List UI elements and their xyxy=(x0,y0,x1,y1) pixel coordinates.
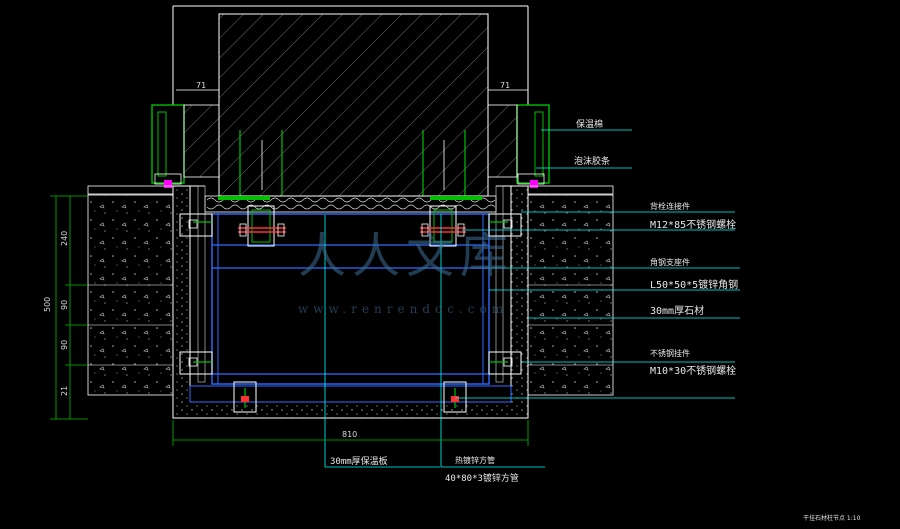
label-ss-hanger: 不锈钢挂件 xyxy=(650,348,690,358)
dim-top-left: 71 xyxy=(196,81,206,90)
leader-lines xyxy=(324,129,740,468)
label-stone-30: 30mm厚石材 xyxy=(650,304,704,317)
label-backing-bolt: 背栓连接件 xyxy=(650,201,690,211)
label-bolt-m12: M12*85不锈钢螺栓 xyxy=(650,218,736,231)
label-sealant: 泡沫胶条 xyxy=(574,155,610,167)
connectors xyxy=(179,205,522,413)
watermark-url: www.renrendoc.com xyxy=(298,302,508,316)
label-angle-steel-name: 角钢支座件 xyxy=(650,257,690,267)
floor-slabs xyxy=(87,185,614,396)
dim-total-height: 500 xyxy=(43,297,52,312)
dim-seg-1: 240 xyxy=(60,231,69,246)
label-bolt-m10: M10*30不锈钢螺栓 xyxy=(650,364,736,377)
dim-seg-4: 21 xyxy=(60,386,69,396)
label-tube-spec: 40*80*3镀锌方管 xyxy=(445,472,519,484)
dim-seg-3: 90 xyxy=(60,340,69,350)
concrete-column xyxy=(172,5,529,197)
steel-frame xyxy=(189,213,512,403)
dim-seg-2: 90 xyxy=(60,300,69,310)
label-tube-name: 热镀锌方管 xyxy=(455,455,495,465)
dimension-lines xyxy=(50,195,529,446)
right-wall-frame: 71 xyxy=(487,81,550,188)
insulation-strip xyxy=(197,185,504,383)
label-insulation: 保温棉 xyxy=(576,118,603,130)
left-wall-frame: 71 xyxy=(151,81,220,188)
label-stone-30-bottom: 30mm厚保温板 xyxy=(330,455,388,467)
label-angle-steel-spec: L50*50*5镀锌角钢 xyxy=(650,278,738,291)
drawing-caption: 干挂石材柱节点 1:10 xyxy=(803,514,861,522)
dim-top-right: 71 xyxy=(500,81,510,90)
dim-width: 810 xyxy=(342,430,357,439)
watermark-logo: 人人文库 xyxy=(298,228,514,284)
